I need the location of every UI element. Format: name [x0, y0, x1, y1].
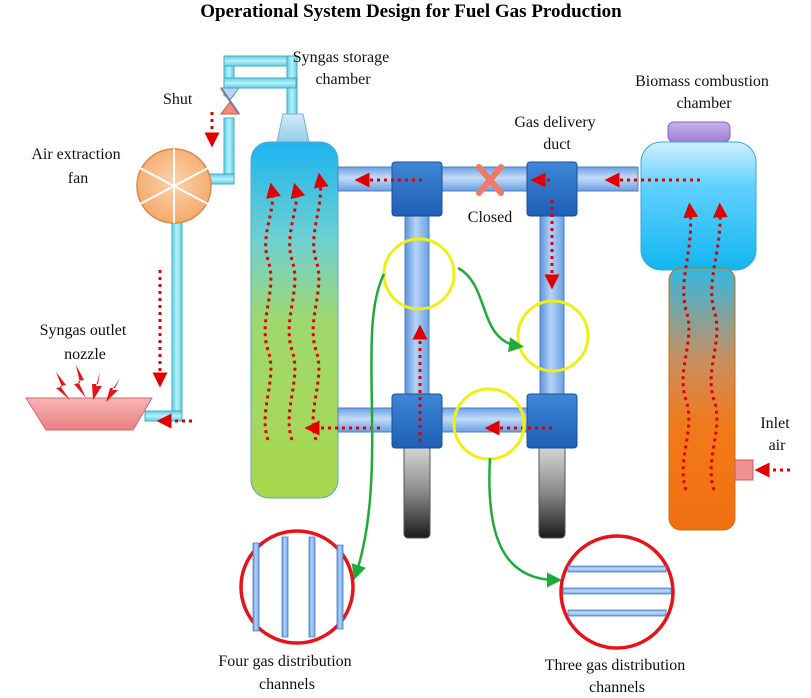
label-gas-delivery-duct: Gas delivery duct	[514, 114, 599, 153]
closed-valve[interactable]	[476, 164, 504, 196]
label-shut: Shut	[163, 91, 193, 108]
label-air-extraction-fan: Air extraction fan	[31, 146, 124, 187]
four-channels-zoom	[239, 529, 355, 645]
shut-valve[interactable]	[220, 87, 240, 115]
channel-pipe	[281, 536, 289, 638]
syngas-storage-chamber	[250, 113, 339, 499]
green-connectors	[351, 266, 562, 588]
flame-icon	[56, 365, 120, 402]
syngas-outlet-nozzle	[25, 365, 153, 431]
flow-arrows	[152, 112, 790, 491]
inlet-air-port	[734, 459, 754, 481]
air-extraction-fan	[136, 148, 212, 224]
label-three-channels: Three gas distribution channels	[545, 657, 689, 696]
three-channels-zoom	[559, 534, 675, 650]
label-four-channels: Four gas distribution channels	[218, 653, 355, 693]
label-syngas-storage: Syngas storage chamber	[293, 49, 393, 88]
channel-pipe	[562, 587, 672, 595]
label-inlet-air: Inlet air	[760, 415, 793, 454]
channel-pipe	[336, 544, 344, 630]
channel-pipe	[567, 565, 667, 573]
label-syngas-outlet-nozzle: Syngas outlet nozzle	[40, 322, 131, 363]
channel-pipe	[567, 609, 667, 617]
label-closed: Closed	[468, 209, 512, 226]
channel-pipe	[308, 536, 316, 638]
biomass-combustion-chamber	[640, 121, 757, 531]
diagram-title: Operational System Design for Fuel Gas P…	[200, 1, 622, 22]
channel-pipe	[252, 542, 260, 632]
label-biomass-combustion-chamber: Biomass combustion chamber	[635, 73, 773, 112]
